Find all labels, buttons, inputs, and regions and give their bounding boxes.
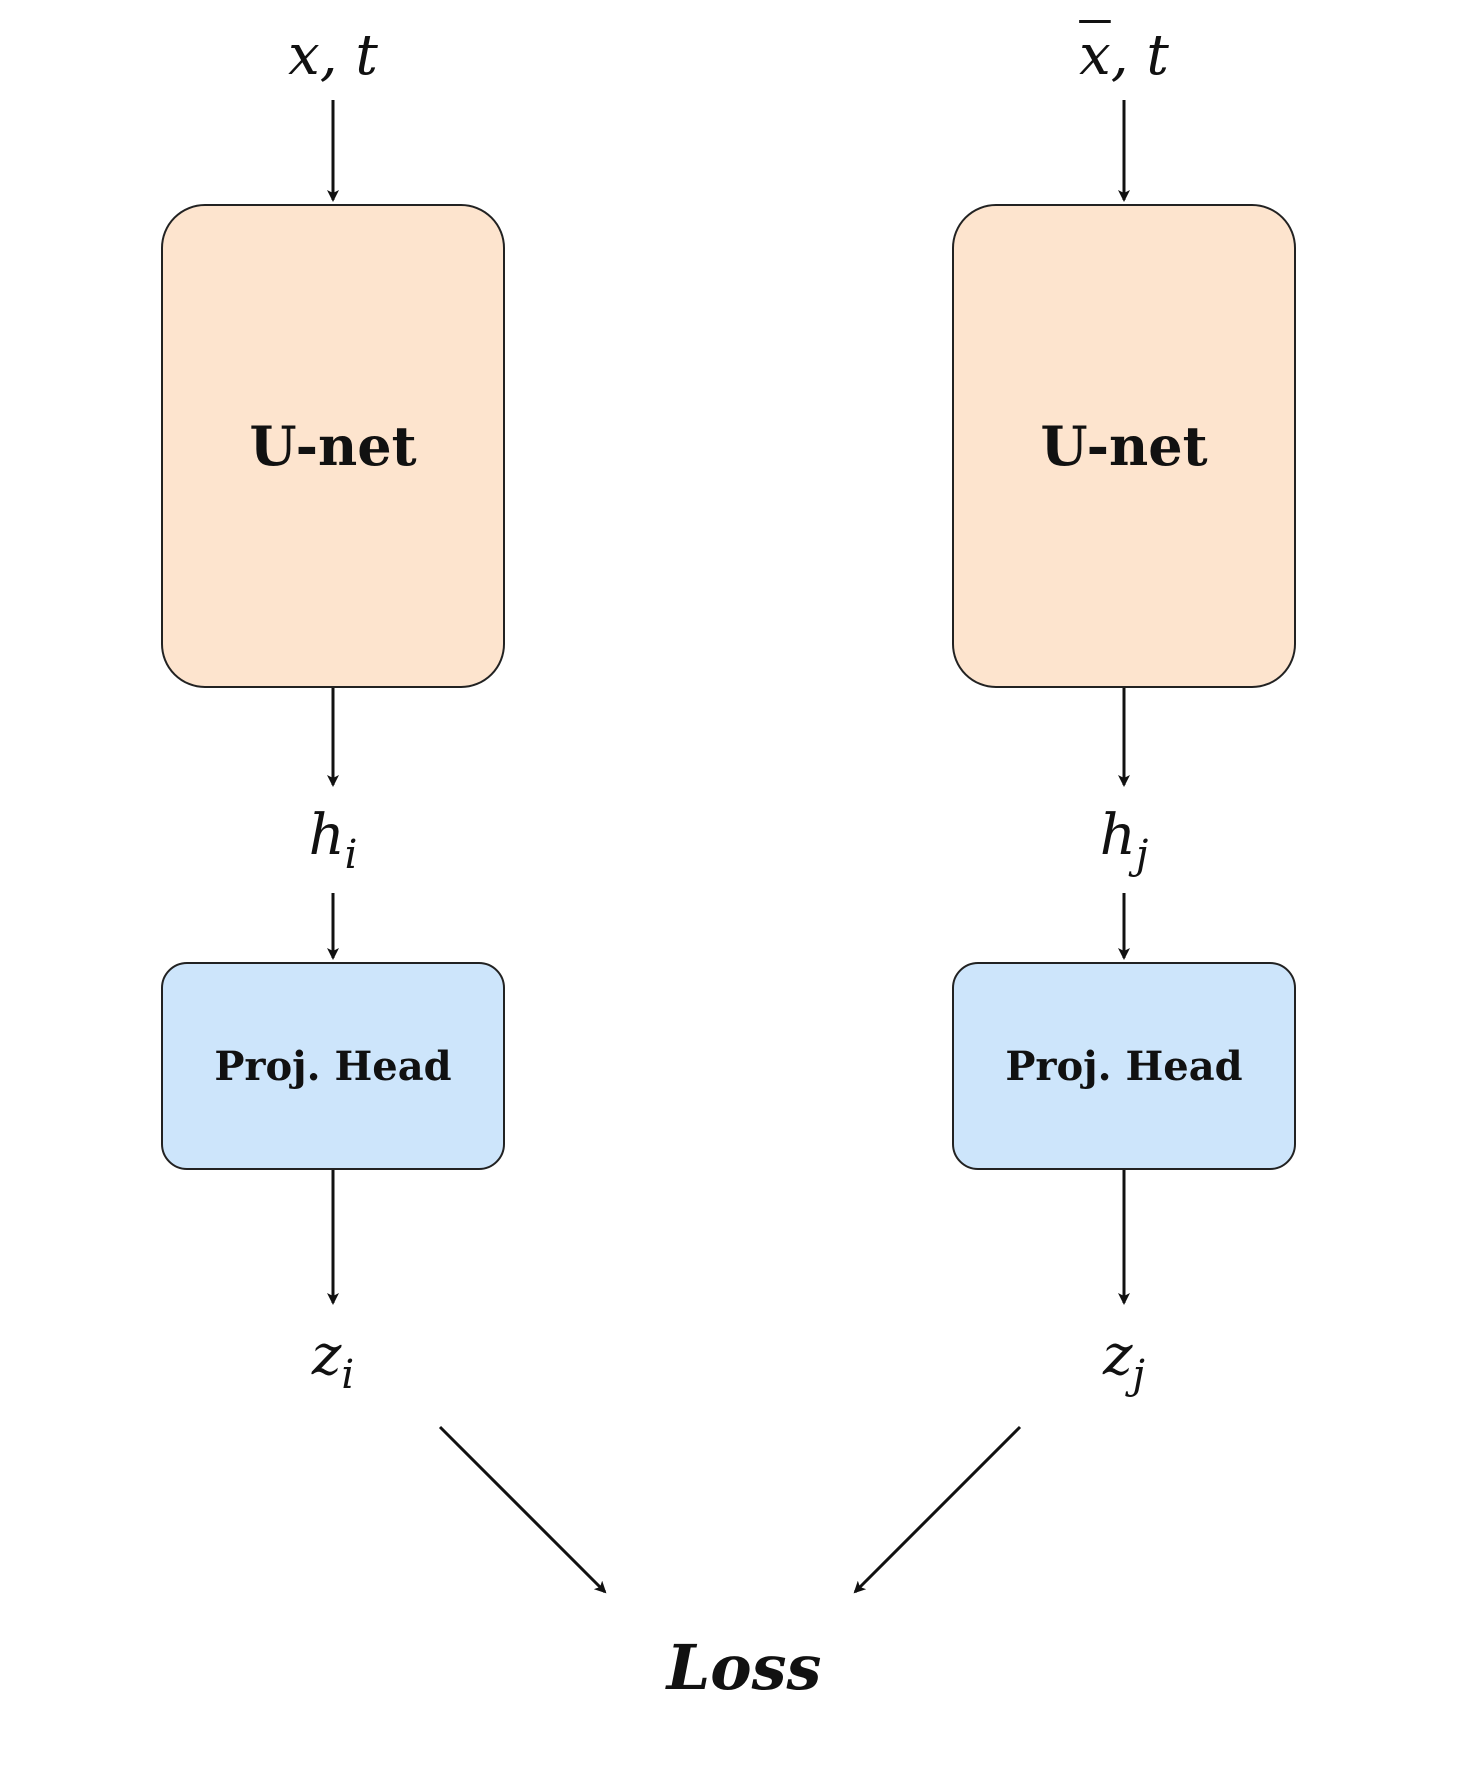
input-x-left: x — [288, 23, 320, 88]
proj-head-box-left: Proj. Head — [161, 962, 505, 1170]
unet-label-right: U-net — [1040, 414, 1208, 478]
unet-box-right: U-net — [952, 204, 1296, 688]
hidden-base-right: h — [1099, 803, 1136, 868]
output-sub-left: i — [341, 1352, 355, 1398]
output-base-left: z — [311, 1323, 342, 1388]
proj-head-box-right: Proj. Head — [952, 962, 1296, 1170]
proj-head-label-right: Proj. Head — [1005, 1042, 1243, 1090]
hidden-sub-left: i — [344, 832, 358, 878]
unet-box-left: U-net — [161, 204, 505, 688]
arrow-z-right-to-loss — [853, 1425, 1022, 1594]
input-t-right: , t — [1110, 23, 1169, 88]
output-label-right: zj — [1103, 1328, 1145, 1398]
unet-label-left: U-net — [249, 414, 417, 478]
hidden-label-right: hj — [1100, 808, 1149, 878]
output-label-left: zi — [312, 1328, 355, 1398]
hidden-label-left: hi — [309, 808, 358, 878]
hidden-sub-right: j — [1135, 832, 1149, 878]
proj-head-label-left: Proj. Head — [214, 1042, 452, 1090]
input-t-left: , t — [319, 23, 378, 88]
arrow-z-left-to-loss — [438, 1425, 607, 1594]
input-label-left: x, t — [288, 28, 378, 84]
output-sub-right: j — [1132, 1352, 1145, 1398]
output-base-right: z — [1103, 1323, 1133, 1388]
hidden-base-left: h — [308, 803, 345, 868]
input-xbar-right: x — [1079, 23, 1111, 88]
input-label-right: x, t — [1079, 28, 1169, 84]
loss-label: Loss — [666, 1631, 822, 1704]
